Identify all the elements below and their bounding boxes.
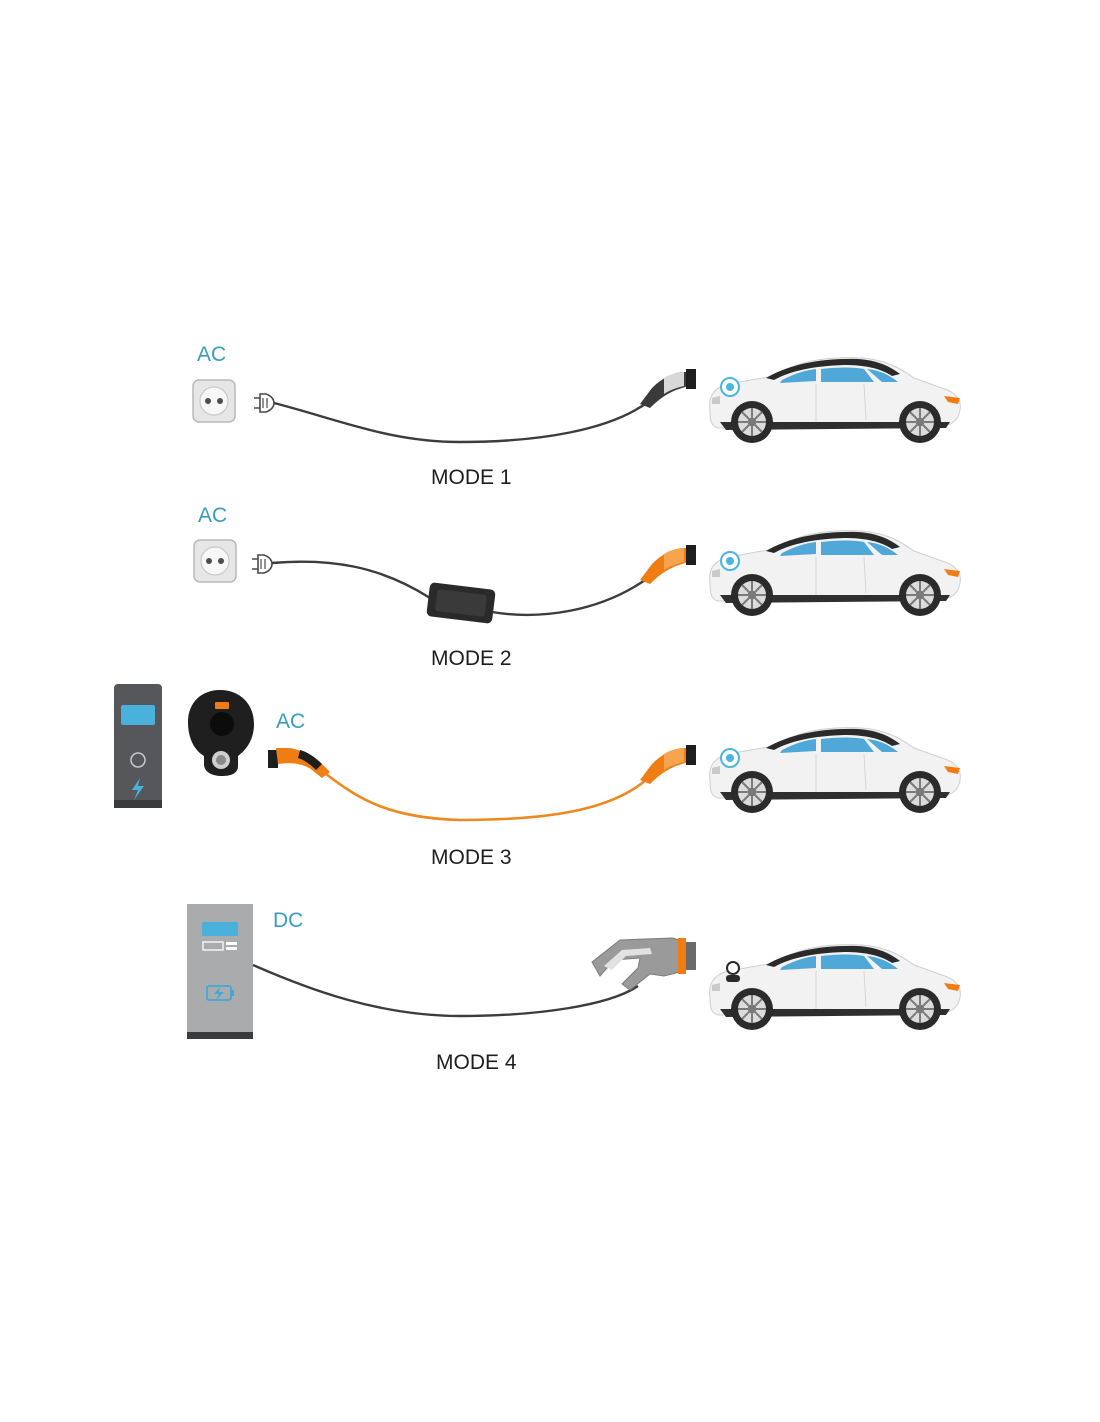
car-icon [708,726,962,814]
current-label: DC [273,909,303,932]
car-ccs-port-icon [726,961,740,982]
ccs-connector-icon [591,937,696,991]
socket-icon [193,539,237,583]
dc-station-icon [187,904,253,1039]
mode-label: MODE 4 [436,1051,517,1074]
type2-connector-icon [640,745,696,784]
charging-cable [325,772,647,822]
charging-cable [271,560,431,600]
plug-icon [251,554,273,574]
row-mode-2: AC MODE 2 [193,504,962,670]
type2-connector-icon [640,545,696,584]
socket-icon [192,379,236,423]
mode-label: MODE 1 [431,466,512,489]
battery-icon [206,985,234,1001]
current-label: AC [197,343,226,366]
wallbox-icon [114,684,162,808]
car-charge-port-icon [720,551,740,571]
control-box-icon [426,582,496,624]
mode-label: MODE 3 [431,846,512,869]
row-mode-4: DC MODE 4 [187,904,962,1074]
type2-connector-icon [268,748,330,778]
lightning-icon [132,778,144,800]
charging-cable [252,963,639,1018]
charging-cable [273,401,649,444]
mode-label: MODE 2 [431,647,512,670]
car-icon [708,943,962,1031]
row-mode-3: AC MODE 3 [114,684,962,869]
charging-cable [491,577,649,617]
row-mode-1: AC MODE 1 [192,343,962,489]
current-label: AC [198,504,227,527]
wall-socket-type2-icon [188,690,254,776]
car-charge-port-icon [720,377,740,397]
plug-icon [253,393,275,413]
car-icon [708,529,962,617]
car-charge-port-icon [720,748,740,768]
type2-connector-icon [640,369,696,408]
car-icon [708,356,962,444]
current-label: AC [276,710,305,733]
